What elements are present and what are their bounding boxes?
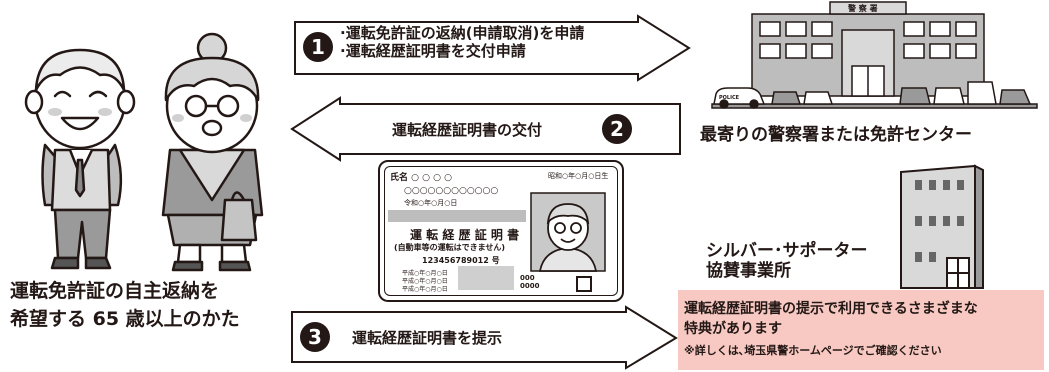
benefit-text-line2: 特典があります (684, 321, 782, 337)
benefit-info-box: 運転経歴証明書の提示で利用できるさまざまな 特典があります ※詳しくは､埼玉県警… (678, 290, 1044, 370)
step3-text: 運転経歴証明書を提示 (352, 329, 503, 347)
step1-number-badge: 1 (303, 32, 333, 62)
card-birthdate: 昭和○年○月○日生 (548, 172, 609, 180)
benefit-text-line1: 運転経歴証明書の提示で利用できるさまざまな (684, 301, 978, 317)
card-gray-box (458, 266, 514, 290)
card-name-row: 氏名 ○ ○ ○ ○ (390, 173, 452, 183)
benefit-note: ※詳しくは､埼玉県警ホームページでご確認ください (684, 344, 942, 357)
card-code: 000 0000 (520, 274, 540, 290)
police-station-illustration (711, 1, 1038, 109)
arrow-left-step2 (290, 96, 681, 162)
card-title: 運 転 経 歴 証 明 書 (410, 228, 520, 242)
police-station-caption: 最寄りの警察署または免許センター (700, 125, 972, 145)
people-caption-line2: 希望する 65 歳以上のかた (10, 308, 240, 330)
arrow-right-step1 (294, 14, 691, 82)
people-caption-line1: 運転免許証の自主返納を (10, 280, 220, 302)
card-qr-box (576, 276, 592, 292)
police-car-label: POLICE (719, 95, 740, 101)
card-gray-band (388, 210, 526, 222)
step2-number-badge: 2 (602, 114, 632, 144)
supporter-label-line2: 協賛事業所 (706, 261, 791, 281)
card-issue-date: 令和○年○月○日 (404, 199, 458, 207)
step1-text-line1: ·運転免許証の返納(申請取消)を申請 (340, 24, 585, 42)
step2-text: 運転経歴証明書の交付 (392, 121, 543, 139)
card-number: 123456789012 号 (422, 256, 500, 265)
card-small-date-3: 平成○年○月○日 (402, 286, 448, 293)
step1-text-line2: ·運転経歴証明書を交付申請 (340, 42, 526, 60)
supporter-business-building (900, 164, 984, 289)
card-address-row: ○○○○○○○○○○○○ (404, 186, 499, 196)
card-small-date-1: 平成○年○月○日 (402, 270, 448, 277)
card-photo (530, 192, 606, 272)
supporter-label-line1: シルバー･サポーター (706, 241, 868, 261)
step3-number-badge: 3 (300, 322, 330, 352)
card-subtitle: (自動車等の運転はできません) (394, 243, 506, 252)
police-station-sign: 警 察 署 (848, 4, 878, 13)
elderly-couple-illustration (24, 32, 264, 272)
arrow-right-step3 (291, 305, 678, 370)
elderly-woman-figure (161, 32, 264, 272)
driving-history-certificate-card: 氏名 ○ ○ ○ ○ 昭和○年○月○日生 ○○○○○○○○○○○○ 令和○年○月… (378, 160, 624, 302)
card-small-date-2: 平成○年○月○日 (402, 278, 448, 285)
card-inner-border (384, 166, 618, 296)
elderly-man-figure (24, 48, 136, 270)
